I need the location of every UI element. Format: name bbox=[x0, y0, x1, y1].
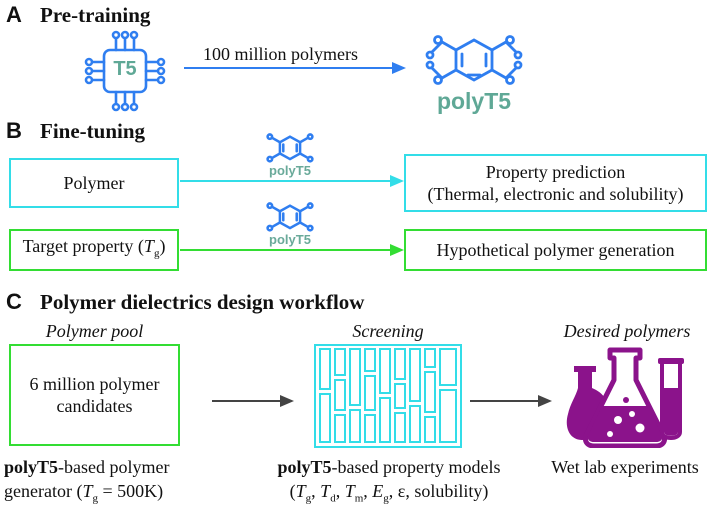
finetune-molecule-icon-2 bbox=[266, 202, 314, 232]
chip-icon bbox=[84, 30, 166, 112]
polymer-pool-line2: candidates bbox=[56, 396, 133, 416]
finetune-model-label-1: polyT5 bbox=[269, 163, 311, 178]
screening-caption: polyT5-based property models (Tg, Td, Tm… bbox=[277, 457, 501, 505]
section-b-letter: B bbox=[6, 118, 22, 143]
polyt5-molecule-icon bbox=[425, 35, 523, 85]
section-c-letter: C bbox=[6, 289, 22, 314]
polymer-pool-heading: Polymer pool bbox=[45, 321, 144, 341]
property-prediction-title: Property prediction bbox=[485, 162, 626, 182]
section-b-title: Fine-tuning bbox=[40, 119, 146, 143]
chip-label: T5 bbox=[113, 58, 137, 80]
finetune-molecule-icon-1 bbox=[266, 133, 314, 163]
finetune-model-label-2: polyT5 bbox=[269, 232, 311, 247]
section-a-title: Pre-training bbox=[40, 3, 151, 27]
screening-grid-icon bbox=[314, 344, 462, 448]
polymer-input-label: Polymer bbox=[63, 173, 125, 193]
property-prediction-detail: (Thermal, electronic and solubility) bbox=[427, 184, 684, 204]
polymer-pool-caption: polyT5-based polymer generator (Tg = 500… bbox=[4, 457, 170, 505]
section-a-letter: A bbox=[6, 2, 22, 27]
desired-polymers-heading: Desired polymers bbox=[563, 321, 691, 341]
polymer-generation-label: Hypothetical polymer generation bbox=[436, 240, 675, 260]
target-property-label: Target property (Tg) bbox=[22, 236, 166, 260]
polymer-pool-box: 6 million polymer candidates bbox=[9, 344, 180, 446]
workflow-arrow-1 bbox=[212, 395, 294, 407]
polymer-input-box: Polymer bbox=[9, 158, 179, 208]
polymer-generation-box: Hypothetical polymer generation bbox=[404, 229, 707, 271]
polymer-pool-line1: 6 million polymer bbox=[29, 374, 160, 394]
pretrain-arrow bbox=[184, 62, 406, 74]
wet-lab-caption: Wet lab experiments bbox=[551, 457, 699, 477]
pretrain-arrow-label: 100 million polymers bbox=[203, 44, 358, 64]
target-property-box: Target property (Tg) bbox=[9, 229, 179, 271]
lab-glassware-icon bbox=[566, 347, 684, 448]
screening-heading: Screening bbox=[352, 321, 424, 341]
workflow-arrow-2 bbox=[470, 395, 552, 407]
property-prediction-box: Property prediction (Thermal, electronic… bbox=[404, 154, 707, 212]
finetune-arrow-2 bbox=[180, 244, 404, 256]
section-c-title: Polymer dielectrics design workflow bbox=[40, 290, 365, 314]
finetune-arrow-1 bbox=[180, 175, 404, 187]
polyt5-label: polyT5 bbox=[436, 88, 512, 114]
